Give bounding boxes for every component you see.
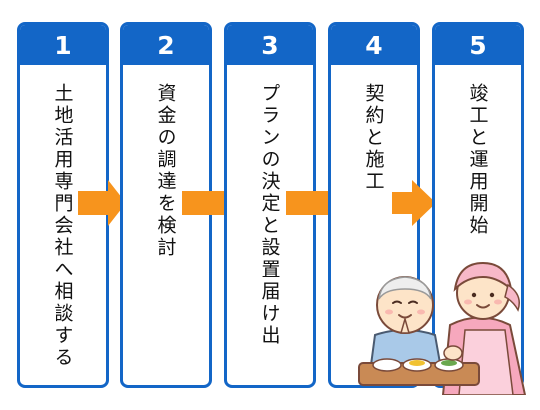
step-number-5: 5 bbox=[435, 25, 521, 65]
elderly-man-and-caregiver-illustration bbox=[358, 261, 527, 395]
step-card-2: 2 資金の調達を検討 bbox=[120, 22, 212, 388]
step-label-2: 資金の調達を検討 bbox=[154, 83, 177, 259]
right-arrow-icon bbox=[392, 180, 436, 226]
step-number-3: 3 bbox=[227, 25, 313, 65]
right-arrow-icon bbox=[182, 191, 230, 215]
step-number-2: 2 bbox=[123, 25, 209, 65]
step-number-1: 1 bbox=[20, 25, 106, 65]
step-label-5: 竣工と運用開始 bbox=[466, 83, 489, 237]
step-number-4: 4 bbox=[331, 25, 417, 65]
step-label-3: プランの決定と設置届け出 bbox=[258, 83, 281, 347]
right-arrow-icon bbox=[78, 180, 126, 226]
right-arrow-icon bbox=[286, 191, 334, 215]
step-label-4: 契約と施工 bbox=[362, 83, 385, 193]
step-label-1: 土地活用専門会社へ相談する bbox=[51, 83, 74, 369]
